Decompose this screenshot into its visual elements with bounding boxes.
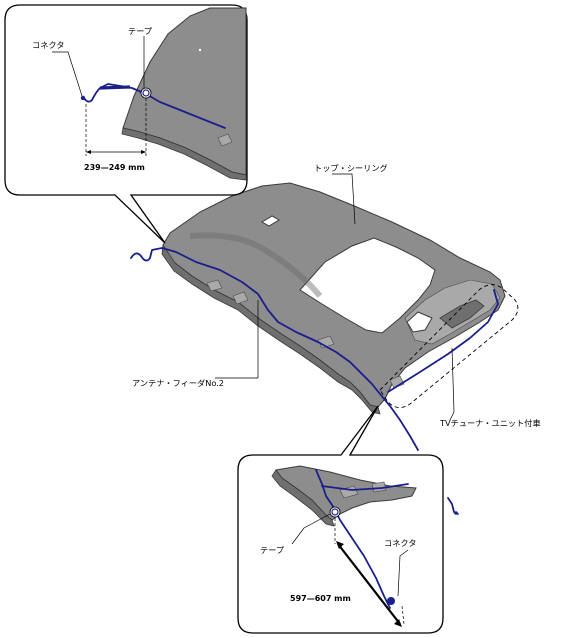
top-connector-label: コネクタ — [32, 40, 64, 50]
ceiling-label: トップ・シーリング — [314, 163, 388, 173]
tv-tuner-region — [379, 284, 519, 408]
top-callout — [4, 4, 248, 244]
bottom-callout — [237, 405, 444, 634]
tv-tuner-label: TVチューナ・ユニット付車 — [439, 418, 541, 428]
top-dimension-label: 239—249 mm — [84, 163, 145, 172]
top-tape-label: テープ — [128, 26, 153, 36]
antenna-feeder-label: アンテナ・フィーダNo.2 — [132, 378, 224, 388]
bottom-dimension-label: 597—607 mm — [290, 594, 351, 603]
bottom-connector-label: コネクタ — [384, 538, 416, 548]
antenna-feeder-wire — [130, 247, 419, 451]
tv-tuner-cable — [387, 289, 499, 393]
bottom-tape-label: テープ — [260, 545, 285, 555]
